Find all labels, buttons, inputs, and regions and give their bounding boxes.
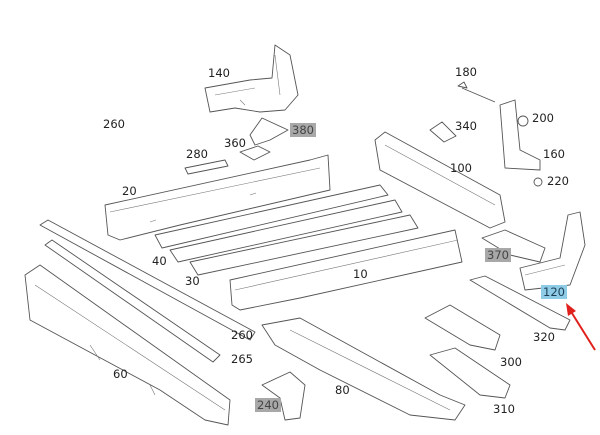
label-260[interactable]: 260 xyxy=(103,117,125,131)
part-380 xyxy=(249,117,289,146)
part-20 xyxy=(104,154,331,241)
red-arrow-icon xyxy=(566,303,596,351)
label-260-lower[interactable]: 260 xyxy=(231,328,253,342)
label-60[interactable]: 60 xyxy=(113,367,128,381)
label-10[interactable]: 10 xyxy=(353,267,368,281)
part-60 xyxy=(24,264,231,426)
label-20[interactable]: 20 xyxy=(122,184,137,198)
label-100[interactable]: 100 xyxy=(450,161,472,175)
label-30[interactable]: 30 xyxy=(185,274,200,288)
parts-40-30 xyxy=(154,184,419,276)
label-40[interactable]: 40 xyxy=(152,254,167,268)
label-380[interactable]: 380 xyxy=(290,123,316,137)
part-160 xyxy=(499,99,541,171)
label-180[interactable]: 180 xyxy=(455,65,477,79)
label-120[interactable]: 120 xyxy=(541,285,567,299)
part-180 xyxy=(457,81,496,103)
part-340 xyxy=(429,121,457,143)
part-310 xyxy=(429,347,511,399)
label-340[interactable]: 340 xyxy=(455,119,477,133)
part-280 xyxy=(184,159,229,175)
part-300 xyxy=(424,304,501,351)
part-10 xyxy=(229,229,463,311)
part-100 xyxy=(374,131,506,229)
part-240 xyxy=(261,371,306,421)
label-370[interactable]: 370 xyxy=(485,248,511,262)
label-360[interactable]: 360 xyxy=(224,136,246,150)
label-240[interactable]: 240 xyxy=(255,398,281,412)
part-120 xyxy=(519,211,586,291)
label-300[interactable]: 300 xyxy=(500,355,522,369)
part-200 xyxy=(517,115,529,127)
label-200[interactable]: 200 xyxy=(532,111,554,125)
parts-260-265 xyxy=(39,219,256,363)
part-360 xyxy=(239,145,271,161)
label-140[interactable]: 140 xyxy=(208,66,230,80)
label-280[interactable]: 280 xyxy=(186,147,208,161)
label-220[interactable]: 220 xyxy=(547,174,569,188)
label-320[interactable]: 320 xyxy=(533,330,555,344)
part-320 xyxy=(469,275,571,331)
label-80[interactable]: 80 xyxy=(335,383,350,397)
label-265[interactable]: 265 xyxy=(231,352,253,366)
part-80 xyxy=(261,317,466,421)
part-140 xyxy=(204,44,299,113)
part-220 xyxy=(533,177,543,187)
label-160[interactable]: 160 xyxy=(543,147,565,161)
label-310[interactable]: 310 xyxy=(493,402,515,416)
